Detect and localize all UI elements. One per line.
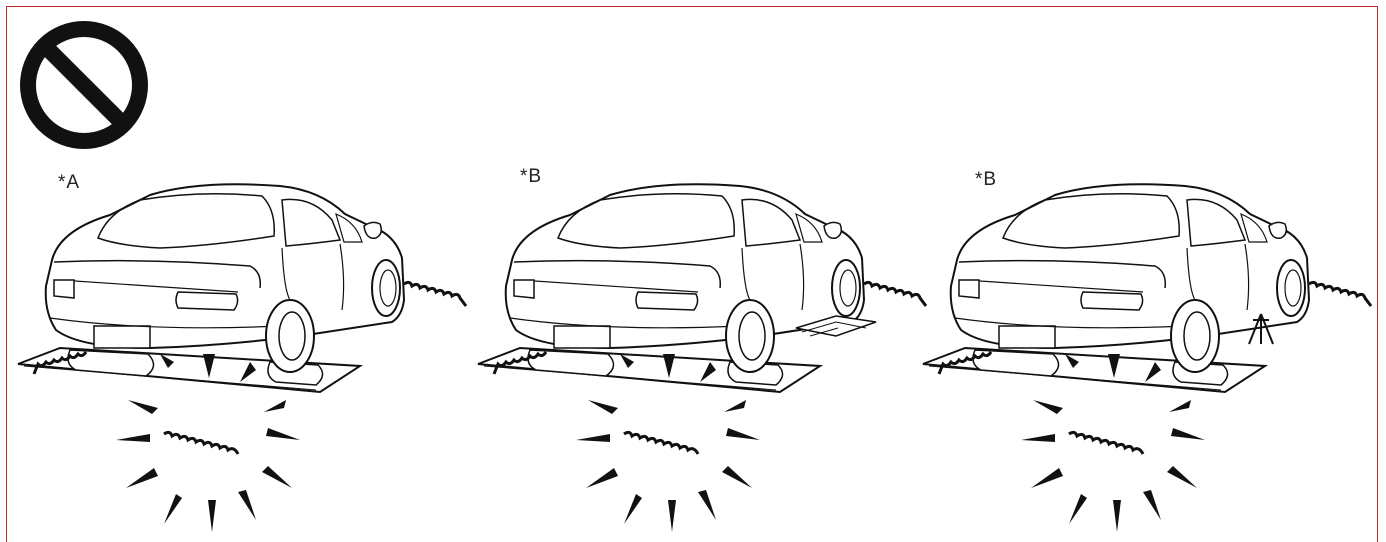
jack-stand xyxy=(1248,313,1274,345)
prohibition-icon xyxy=(20,21,148,149)
panel-label-b: *B xyxy=(975,169,998,190)
wooden-blocks xyxy=(795,315,877,337)
panel-label-a: *A xyxy=(58,172,81,193)
scene-panel-b-jack xyxy=(921,182,1373,534)
scene-panel-a xyxy=(16,182,468,534)
panel-label-b: *B xyxy=(520,166,543,187)
scene-panel-b-blocks xyxy=(476,182,928,534)
